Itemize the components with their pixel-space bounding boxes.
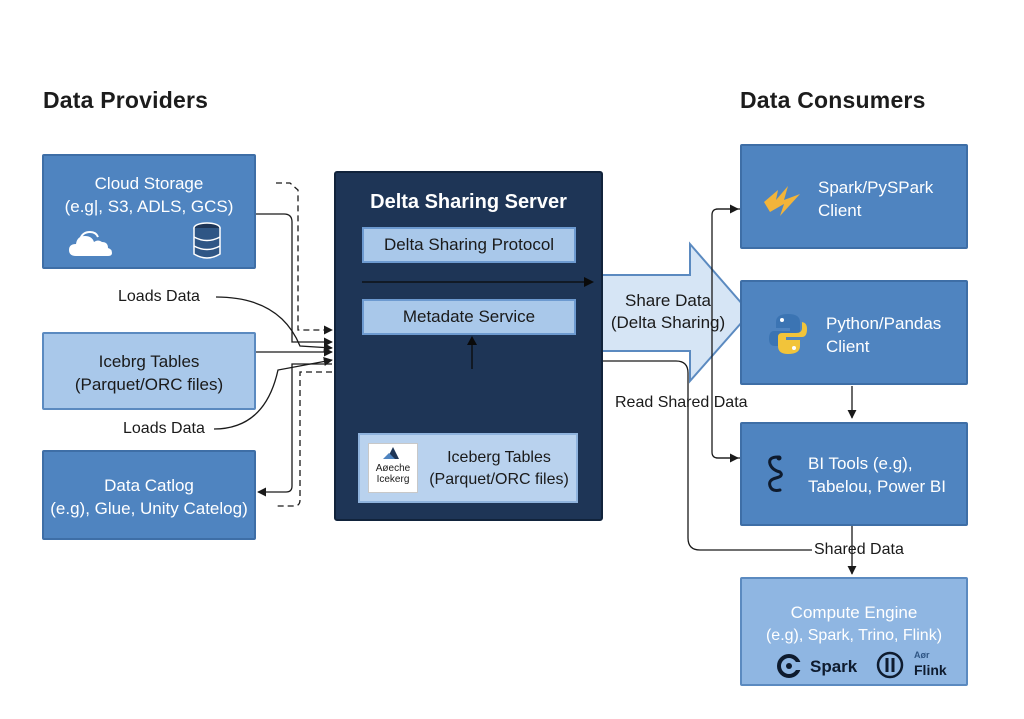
compute-engine-subtitle: (e.g), Spark, Trino, Flink) (765, 627, 943, 644)
protocol-arrow (362, 277, 594, 287)
compute-engine-box: Compute Engine (e.g), Spark, Trino, Flin… (740, 577, 968, 686)
share-data-label-line2: (Delta Sharing) (610, 313, 726, 332)
bi-tools-box: BI Tools (e.g), Tabelou, Power BI (740, 422, 968, 526)
edge-consumer-bracket (711, 208, 740, 459)
edge-catalog-solid (257, 363, 332, 497)
flink-logo: Aør Flink (914, 649, 947, 678)
server-title: Delta Sharing Server (370, 191, 567, 213)
providers-heading: Data Providers (43, 87, 209, 113)
delta-sharing-server: Delta Sharing Server Delta Sharing Proto… (334, 171, 603, 521)
share-data-arrow (601, 241, 752, 384)
bi-tools-title: BI Tools (e.g), (808, 454, 913, 473)
spark-client-subtitle: Client (818, 201, 862, 220)
python-client-title: Python/Pandas (826, 314, 942, 333)
edge-cloud-solid (256, 213, 333, 347)
apache-iceberg-logo: Aøeche Icekerg (368, 443, 418, 493)
cloud-storage-title: Cloud Storage (94, 174, 204, 193)
edge-loads-data-2 (213, 357, 333, 430)
edge-cloud-dashed (276, 182, 333, 335)
cloud-storage-subtitle: (e.g|, S3, ADLS, GCS) (64, 197, 234, 216)
python-icon (769, 314, 807, 354)
flink-logo-small: Aør (914, 650, 930, 660)
spark-logo-text: Spark (810, 656, 858, 676)
flink-logo-text: Flink (914, 662, 947, 678)
spark-logo: Spark (776, 653, 857, 679)
edge-loads-data-1 (215, 296, 333, 353)
server-iceberg-text: Iceberg Tables (Parquet/ORC files) (424, 447, 574, 491)
share-data-label: Share Data (Delta Sharing) (604, 290, 732, 334)
share-data-label-line1: Share Data (625, 291, 711, 310)
shared-data-label: Shared Data (814, 541, 904, 558)
python-client-subtitle: Client (826, 337, 870, 356)
python-client-box: Python/Pandas Client (740, 280, 968, 385)
edge-catalog-dashed (276, 371, 332, 507)
metadata-arrow (467, 336, 477, 369)
loads-data-label-2: Loads Data (123, 420, 205, 437)
flink-logo-icon (876, 651, 904, 679)
metadata-service-box: Metadate Service (362, 299, 576, 335)
iceberg-tables-subtitle: (Parquet/ORC files) (74, 375, 224, 394)
database-icon (193, 222, 221, 259)
cloud-storage-box: Cloud Storage (e.g|, S3, ADLS, GCS) (42, 154, 256, 269)
spark-logo-icon (777, 654, 802, 678)
iceberg-tables-title: Icebrg Tables (98, 352, 200, 371)
loads-data-label-1: Loads Data (118, 288, 200, 305)
compute-engine-title: Compute Engine (790, 603, 918, 622)
python-client-text: Python/Pandas Client (826, 312, 941, 358)
consumers-heading: Data Consumers (740, 87, 926, 113)
bi-snake-icon (768, 455, 783, 492)
server-iceberg-box: Aøeche Icekerg Iceberg Tables (Parquet/O… (358, 433, 578, 503)
iceberg-logo-text-2: Icekerg (376, 474, 410, 485)
iceberg-tables-box: Icebrg Tables (Parquet/ORC files) (42, 332, 256, 410)
cloud-icon (69, 230, 112, 256)
server-iceberg-subtitle: (Parquet/ORC files) (429, 471, 569, 488)
iceberg-logo-icon (383, 447, 399, 459)
bi-tools-text: BI Tools (e.g), Tabelou, Power BI (808, 452, 946, 498)
protocol-box: Delta Sharing Protocol (362, 227, 576, 263)
data-catalog-title: Data Catlog (104, 476, 194, 495)
read-shared-data-label: Read Shared Data (615, 394, 748, 411)
iceberg-logo-text-1: Aøeche (375, 463, 411, 474)
edge-shared-data (602, 360, 812, 551)
data-catalog-box: Data Catlog (e.g), Glue, Unity Catelog) (42, 450, 256, 540)
bi-tools-subtitle: Tabelou, Power BI (808, 477, 946, 496)
spark-client-text: Spark/PySPark Client (818, 176, 933, 222)
spark-client-title: Spark/PySPark (818, 178, 934, 197)
server-iceberg-title: Iceberg Tables (447, 449, 551, 466)
spark-client-box: Spark/PySPark Client (740, 144, 968, 249)
data-catalog-subtitle: (e.g), Glue, Unity Catelog) (50, 499, 248, 518)
spark-icon (764, 186, 800, 216)
